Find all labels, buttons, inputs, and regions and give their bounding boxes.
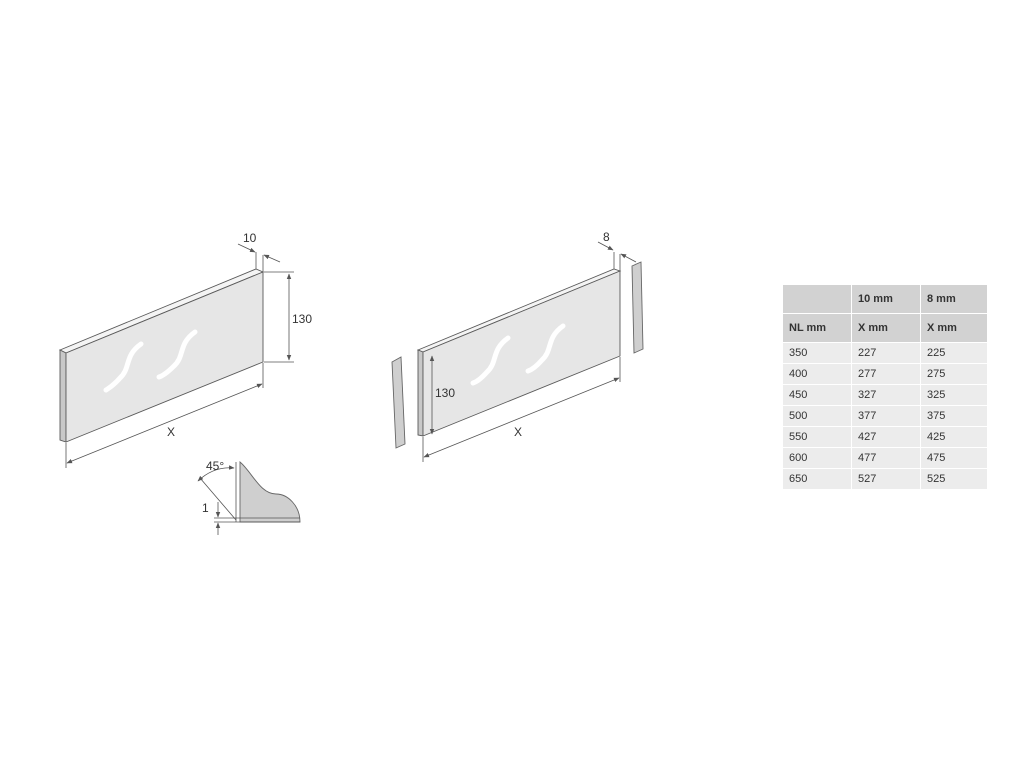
table-cell: 477: [851, 447, 921, 469]
table-cell: 375: [920, 405, 988, 427]
table-row: 400 277 275: [782, 363, 988, 385]
table-header-row: 10 mm 8 mm: [782, 284, 988, 314]
table-header-cell: 10 mm: [851, 284, 921, 314]
right-height-label: 130: [435, 386, 455, 400]
left-height-label: 130: [292, 312, 312, 326]
table-row: 500 377 375: [782, 405, 988, 427]
table-row: 600 477 475: [782, 447, 988, 469]
right-end-cap-right: [631, 261, 644, 354]
table-cell: 327: [851, 384, 921, 406]
right-thickness-dimension: 8: [597, 230, 637, 271]
table-cell: 325: [920, 384, 988, 406]
detail-offset-label: 1: [202, 501, 209, 515]
table-cell: 350: [782, 342, 852, 364]
table-row: 550 427 425: [782, 426, 988, 448]
table-header-cell: X mm: [851, 313, 921, 343]
table-row: 650 527 525: [782, 468, 988, 490]
table-cell: 400: [782, 363, 852, 385]
table-row: 450 327 325: [782, 384, 988, 406]
right-length-label: X: [514, 425, 522, 439]
table-cell: 527: [851, 468, 921, 490]
table-cell: 600: [782, 447, 852, 469]
table-cell: 650: [782, 468, 852, 490]
table-row: 350 227 225: [782, 342, 988, 364]
left-length-dimension: X: [65, 363, 264, 468]
edge-detail: 45° 1: [197, 459, 301, 535]
table-cell: 227: [851, 342, 921, 364]
dimensions-table: 10 mm 8 mm NL mm X mm X mm 350 227 225 4…: [782, 284, 988, 490]
right-thickness-label: 8: [603, 230, 610, 244]
table-cell: 425: [920, 426, 988, 448]
table-cell: 277: [851, 363, 921, 385]
right-panel: [416, 268, 622, 437]
detail-angle-label: 45°: [206, 459, 224, 473]
table-cell: 377: [851, 405, 921, 427]
right-length-dimension: X: [422, 357, 621, 462]
table-cell: 475: [920, 447, 988, 469]
table-cell: 225: [920, 342, 988, 364]
table-cell: 500: [782, 405, 852, 427]
table-header-cell: NL mm: [782, 313, 852, 343]
table-header-cell: X mm: [920, 313, 988, 343]
table-header-cell: [782, 284, 852, 314]
table-units-row: NL mm X mm X mm: [782, 313, 988, 343]
left-thickness-label: 10: [243, 231, 257, 245]
table-cell: 427: [851, 426, 921, 448]
left-height-dimension: 130: [264, 271, 312, 363]
left-panel: [58, 268, 265, 443]
table-header-cell: 8 mm: [920, 284, 988, 314]
table-cell: 450: [782, 384, 852, 406]
right-end-cap-left: [391, 356, 406, 449]
left-length-label: X: [167, 425, 175, 439]
left-thickness-dimension: 10: [237, 231, 281, 272]
table-cell: 550: [782, 426, 852, 448]
table-cell: 275: [920, 363, 988, 385]
table-cell: 525: [920, 468, 988, 490]
